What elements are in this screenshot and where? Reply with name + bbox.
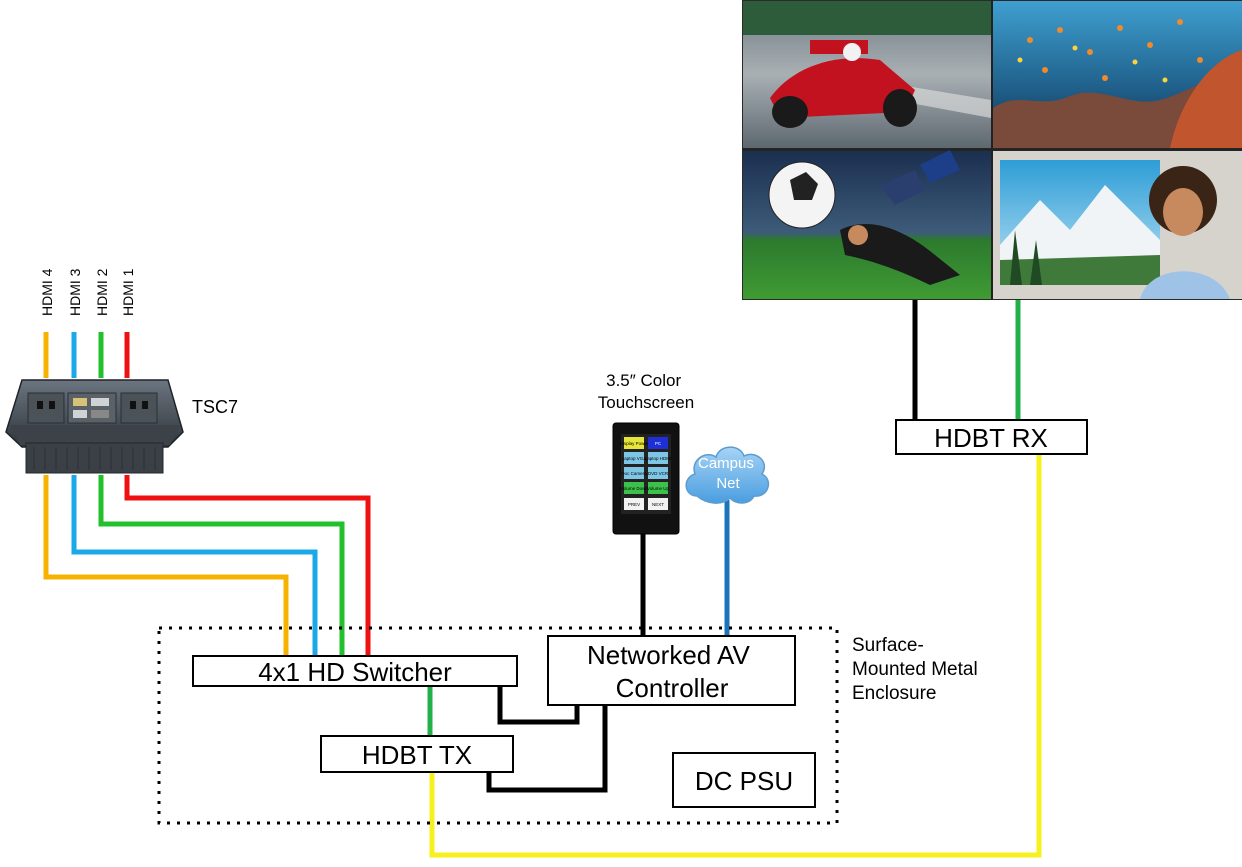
touch-button-pc[interactable] [648,437,668,449]
touchscreen-panel[interactable] [612,422,680,535]
touch-button-volume-up-label: Volume Up [647,486,670,491]
hdmi2-label: HDMI 2 [94,268,110,316]
touch-button-display-power-label: Display Power [620,441,649,446]
hdbt-long-cable [429,454,1042,858]
hdmi1-label: HDMI 1 [120,268,136,316]
touch-button-laptop-vga[interactable] [624,452,644,464]
hdmi3-label: HDMI 3 [67,268,83,316]
controller-label: Networked AV Controller [587,640,757,703]
touch-button-doc-camera-label: Doc Camera [621,471,647,476]
hdbt-rx-label: HDBT RX [934,423,1048,453]
touch-button-laptop-vga-label: Laptop VGA [622,456,647,461]
enclosure-label: Surface- Mounted Metal Enclosure [852,635,983,704]
touch-button-prev[interactable] [624,498,644,510]
video-wall-tile-coral-reef [993,1,1242,148]
dc-psu-box[interactable]: DC PSU [672,752,816,808]
hdmi4-label: HDMI 4 [39,268,55,316]
campus-network-label: Campus Net [698,455,758,492]
touch-button-next-label: NEXT [652,502,664,507]
video-wall [742,0,1242,300]
controller-box[interactable]: Networked AV Controller [547,635,796,706]
touch-button-display-power[interactable] [624,437,644,449]
hdbt-tx-box[interactable]: HDBT TX [320,735,514,773]
tsc7-label: TSC7 [192,397,238,417]
controller-to-switcher-cable [497,686,580,725]
video-wall-tile-soccer [743,150,991,299]
hdmi1-cable [124,475,371,657]
video-wall-tile-race-car [743,1,991,148]
touch-button-dvd-vcr[interactable] [648,467,668,479]
tsc7-tabletop-box[interactable] [5,379,184,474]
dc-psu-label: DC PSU [695,766,793,796]
controller-to-tx-cable [486,705,608,793]
hdmi3-cable [71,475,318,657]
hdmi4-cable [43,475,289,657]
touch-button-laptop-hdmi[interactable] [648,452,668,464]
touch-button-volume-up[interactable] [648,482,668,494]
hdbt-rx-box[interactable]: HDBT RX [895,419,1088,455]
touch-button-volume-down-label: Volume Down [620,486,648,491]
touchscreen-label: 3.5″ Color Touchscreen [598,371,694,412]
switcher-label: 4x1 HD Switcher [258,657,452,687]
touch-button-volume-down[interactable] [624,482,644,494]
enclosure-outline [157,626,839,825]
touch-button-doc-camera[interactable] [624,467,644,479]
touch-button-next[interactable] [648,498,668,510]
campus-network-cloud-icon [685,446,770,504]
touch-button-prev-label: PREV [628,502,640,507]
video-wall-tile-painter [993,151,1242,299]
switcher-box[interactable]: 4x1 HD Switcher [192,655,518,687]
touch-button-pc-label: PC [655,441,662,446]
hdmi2-cable [98,475,345,657]
touch-button-laptop-hdmi-label: Laptop HDMI [645,456,672,461]
touch-button-dvd-vcr-label: DVD VCR [648,471,669,476]
hdbt-tx-label: HDBT TX [362,740,472,770]
